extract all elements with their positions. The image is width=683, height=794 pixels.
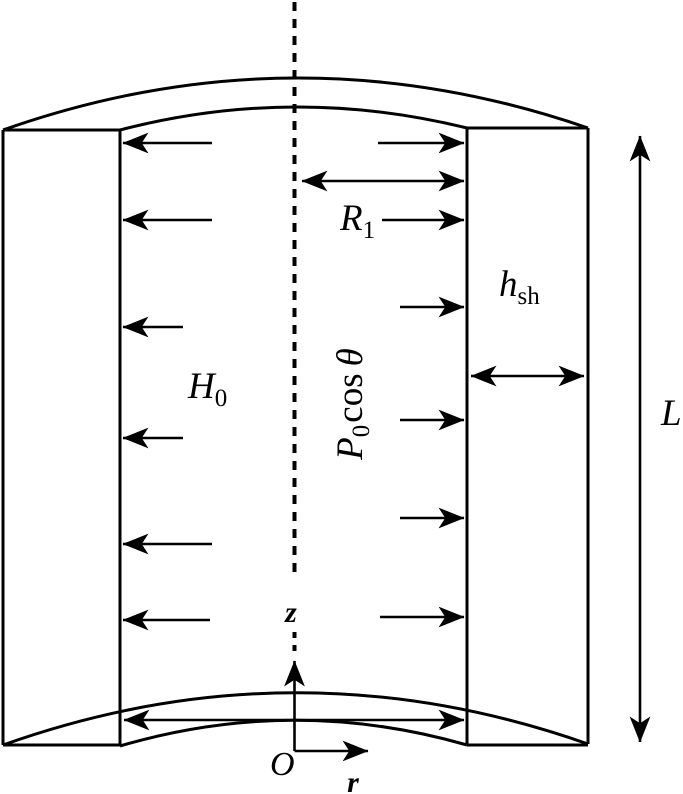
label-H0: H0 xyxy=(187,366,227,412)
label-R1: R1 xyxy=(339,198,375,244)
top-inner-rim-curve xyxy=(119,105,468,132)
label-P0-cos-theta: P0cosθ xyxy=(330,348,375,461)
label-z-axis: z xyxy=(284,596,297,629)
pressure-arrows-right xyxy=(378,132,465,628)
pressure-arrows-left xyxy=(122,132,212,631)
diagram-labels: H0 R1 hsh P0cosθ L z O r xyxy=(187,198,682,794)
label-origin-O: O xyxy=(270,746,295,783)
top-outer-rim-curve xyxy=(2,76,589,132)
coordinate-axes xyxy=(284,660,369,762)
label-L: L xyxy=(660,393,682,434)
label-r-axis: r xyxy=(347,766,359,794)
dimension-arrows xyxy=(123,135,651,743)
label-h-sh: hsh xyxy=(499,264,540,310)
